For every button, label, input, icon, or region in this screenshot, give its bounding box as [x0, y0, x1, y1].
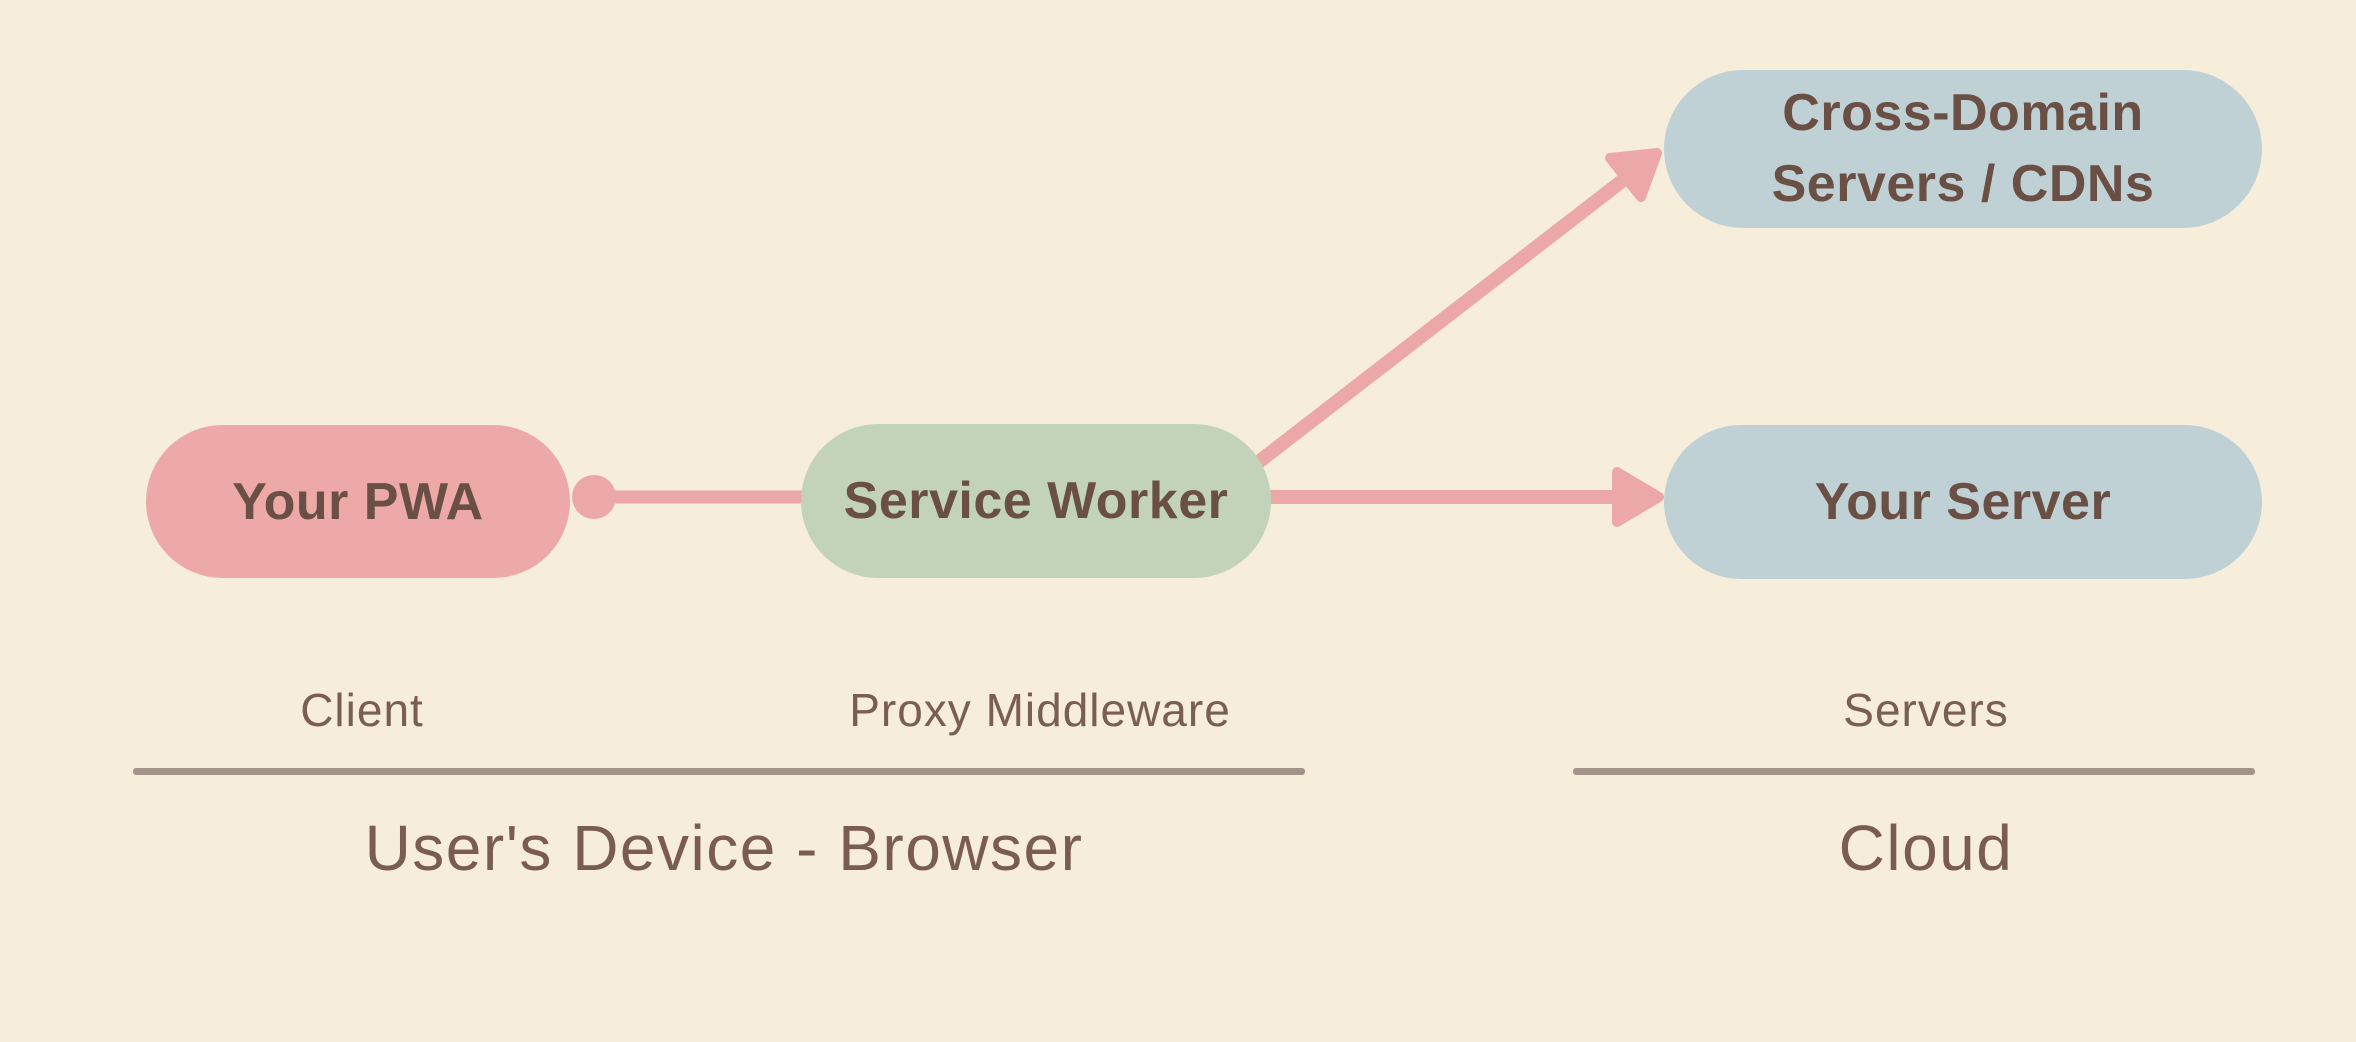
node-service-worker-label: Service Worker: [843, 472, 1229, 530]
node-your-server-label: Your Server: [1814, 473, 2112, 531]
node-service-worker: Service Worker: [801, 424, 1271, 578]
node-your-pwa: Your PWA: [146, 425, 570, 578]
arrowhead-your-server: [1612, 467, 1664, 527]
edge-service-worker-to-cross-domain: [1220, 175, 1627, 494]
zone-label-proxy-middleware: Proxy Middleware: [849, 684, 1231, 736]
group-label-users-device-browser: User's Device - Browser: [364, 812, 1084, 884]
node-cross-domain-label-line2: Servers / CDNs: [1771, 155, 2155, 213]
node-your-server: Your Server: [1664, 425, 2262, 579]
divider-user-device: [133, 768, 1305, 775]
zone-label-client: Client: [300, 684, 424, 736]
zone-label-servers: Servers: [1843, 684, 2009, 736]
divider-cloud: [1573, 768, 2255, 775]
group-label-cloud: Cloud: [1838, 812, 2014, 884]
connector-dot: [572, 475, 616, 519]
node-your-pwa-label: Your PWA: [232, 472, 484, 531]
arrowhead-cross-domain: [1605, 148, 1662, 202]
node-cross-domain-label-line1: Cross-Domain: [1782, 84, 2144, 142]
node-cross-domain-servers: Cross-Domain Servers / CDNs: [1664, 70, 2262, 228]
